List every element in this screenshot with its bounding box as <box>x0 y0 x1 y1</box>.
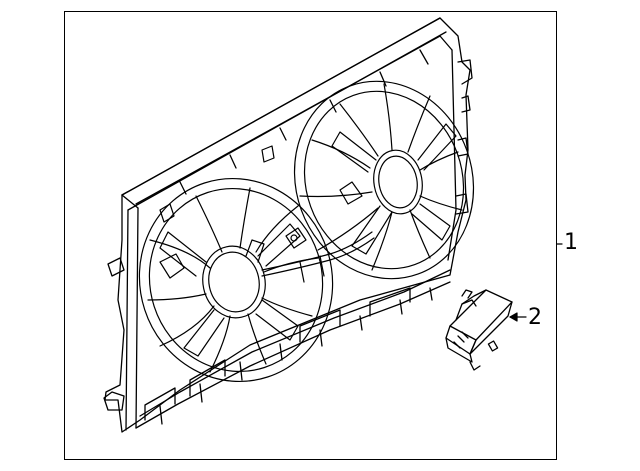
callout-number-2: 2 <box>528 305 542 330</box>
control-module <box>445 289 513 371</box>
fan-shroud-assembly <box>103 17 473 433</box>
diagram-frame <box>64 11 557 460</box>
callout-2-arrowhead <box>509 312 518 322</box>
right-fan <box>293 80 475 280</box>
left-fan <box>138 177 334 383</box>
leader-lines <box>509 243 563 322</box>
wiring-harness <box>159 145 375 283</box>
callout-number-1: 1 <box>564 230 578 255</box>
